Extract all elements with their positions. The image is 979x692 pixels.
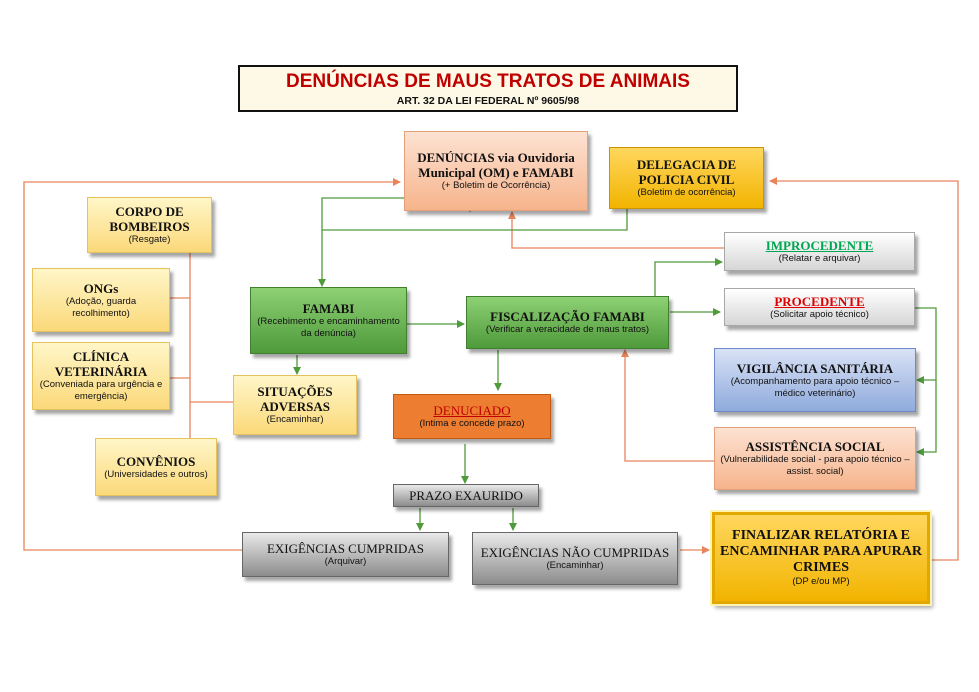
box-assistencia-title: ASSISTÊNCIA SOCIAL bbox=[745, 439, 885, 454]
box-situacoes: SITUAÇÕES ADVERSAS (Encaminhar) bbox=[233, 375, 357, 435]
box-corpo-title: CORPO DE BOMBEIROS bbox=[109, 204, 190, 234]
box-denuncias: DENÚNCIAS via Ouvidoria Municipal (OM) e… bbox=[404, 131, 588, 211]
box-finalizar: FINALIZAR RELATÓRIA E ENCAMINHAR PARA AP… bbox=[712, 512, 930, 604]
box-ongs-title: ONGs bbox=[83, 280, 119, 296]
box-finalizar-title: FINALIZAR RELATÓRIA E ENCAMINHAR PARA AP… bbox=[720, 528, 922, 575]
box-clinica-sub: (Conveniada para urgência e emergência) bbox=[39, 379, 163, 402]
box-vigilancia: VIGILÂNCIA SANITÁRIA (Acompanhamento par… bbox=[714, 348, 916, 412]
box-nao-cumpridas-sub: (Encaminhar) bbox=[546, 560, 604, 571]
box-clinica-title: CLÍNICA VETERINÁRIA bbox=[54, 349, 148, 379]
box-finalizar-sub: (DP e/ou MP) bbox=[792, 576, 850, 587]
box-fiscalizacao-sub: (Verificar a veracidade de maus tratos) bbox=[485, 324, 650, 335]
arrow-assistencia-to-fiscalizacao bbox=[621, 349, 714, 462]
box-situacoes-sub: (Encaminhar) bbox=[266, 414, 324, 425]
box-situacoes-title: SITUAÇÕES ADVERSAS bbox=[257, 384, 333, 414]
box-fiscalizacao-title: FISCALIZAÇÃO FAMABI bbox=[490, 309, 645, 324]
box-denuncias-title: DENÚNCIAS via Ouvidoria Municipal (OM) e… bbox=[417, 150, 575, 180]
box-ongs: ONGs (Adoção, guarda recolhimento) bbox=[32, 268, 170, 332]
box-famabi-title: FAMABI bbox=[302, 301, 355, 316]
box-cumpridas-sub: (Arquivar) bbox=[324, 556, 367, 567]
box-improcedente-title: IMPROCEDENTE bbox=[765, 238, 874, 253]
box-delegacia-sub: (Boletim de ocorrência) bbox=[637, 187, 736, 198]
box-vigilancia-title: VIGILÂNCIA SANITÁRIA bbox=[736, 360, 894, 376]
box-convenios-title: CONVÊNIOS bbox=[116, 453, 196, 469]
box-prazo-title: PRAZO EXAURIDO bbox=[409, 488, 523, 503]
box-improcedente: IMPROCEDENTE (Relatar e arquivar) bbox=[724, 232, 915, 271]
box-exigencias-nao-cumpridas: EXIGÊNCIAS NÃO CUMPRIDAS (Encaminhar) bbox=[472, 532, 678, 585]
box-delegacia-title: DELEGACIA DE POLICIA CIVIL bbox=[636, 157, 737, 187]
box-denunciado-title: DENUCIADO bbox=[433, 403, 511, 418]
box-procedente: PROCEDENTE (Solicitar apoio técnico) bbox=[724, 288, 915, 326]
box-ongs-sub: (Adoção, guarda recolhimento) bbox=[65, 295, 137, 319]
box-prazo-exaurido: PRAZO EXAURIDO bbox=[393, 484, 539, 507]
box-denunciado-sub: (Intima e concede prazo) bbox=[419, 418, 525, 429]
box-improcedente-sub: (Relatar e arquivar) bbox=[778, 253, 861, 264]
box-convenios: CONVÊNIOS (Universidades e outros) bbox=[95, 438, 217, 496]
arrow-cumpridas-to-denuncias bbox=[23, 178, 401, 551]
arrow-procedente-to-assistencia bbox=[916, 380, 937, 456]
box-famabi: FAMABI (Recebimento e encaminhamento da … bbox=[250, 287, 407, 354]
box-assistencia: ASSISTÊNCIA SOCIAL (Vulnerabilidade soci… bbox=[714, 427, 916, 490]
arrow-procedente-to-vigilancia bbox=[915, 307, 937, 384]
title-banner: DENÚNCIAS DE MAUS TRATOS DE ANIMAIS ART.… bbox=[238, 65, 738, 112]
line-delegacia-down bbox=[322, 209, 628, 231]
box-fiscalizacao: FISCALIZAÇÃO FAMABI (Verificar a veracid… bbox=[466, 296, 669, 349]
box-famabi-sub: (Recebimento e encaminhamento da denúnci… bbox=[257, 316, 400, 339]
box-denunciado: DENUCIADO (Intima e concede prazo) bbox=[393, 394, 551, 439]
box-assistencia-sub: (Vulnerabilidade social - para apoio téc… bbox=[720, 454, 910, 477]
page-subtitle: ART. 32 DA LEI FEDERAL Nº 9605/98 bbox=[396, 95, 580, 107]
box-procedente-sub: (Solicitar apoio técnico) bbox=[770, 308, 869, 320]
arrow-denuncias-to-famabi bbox=[318, 197, 471, 287]
arrow-fiscalizacao-to-improcedente bbox=[654, 258, 723, 298]
box-corpo-sub: (Resgate) bbox=[128, 234, 171, 245]
box-corpo-bombeiros: CORPO DE BOMBEIROS (Resgate) bbox=[87, 197, 212, 253]
box-exigencias-cumpridas: EXIGÊNCIAS CUMPRIDAS (Arquivar) bbox=[242, 532, 449, 577]
box-denuncias-sub: (+ Boletim de Ocorrência) bbox=[441, 180, 551, 191]
arrow-improcedente-to-denuncias bbox=[508, 211, 724, 249]
box-procedente-title: PROCEDENTE bbox=[774, 293, 865, 309]
box-cumpridas-title: EXIGÊNCIAS CUMPRIDAS bbox=[266, 541, 425, 556]
box-clinica: CLÍNICA VETERINÁRIA (Conveniada para urg… bbox=[32, 342, 170, 410]
box-vigilancia-sub: (Acompanhamento para apoio técnico – méd… bbox=[730, 375, 900, 399]
arrow-finalizar-to-delegacia bbox=[769, 177, 959, 561]
box-convenios-sub: (Universidades e outros) bbox=[104, 468, 208, 480]
page-title: DENÚNCIAS DE MAUS TRATOS DE ANIMAIS bbox=[286, 71, 690, 92]
box-nao-cumpridas-title: EXIGÊNCIAS NÃO CUMPRIDAS bbox=[480, 545, 670, 560]
box-delegacia: DELEGACIA DE POLICIA CIVIL (Boletim de o… bbox=[609, 147, 764, 209]
